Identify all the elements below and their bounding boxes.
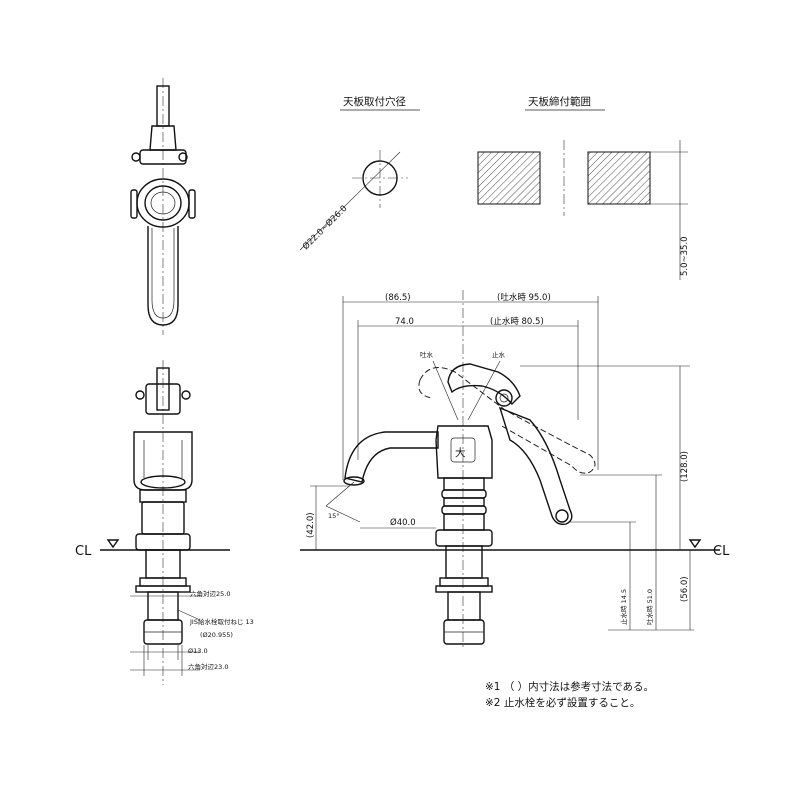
main-view-cl: CL xyxy=(300,539,730,559)
dim-80-5-label: (止水時 80.5) xyxy=(490,316,544,327)
hex-23-label: 六角対辺23.0 xyxy=(188,662,228,671)
stop-14-5-label: 止水時 14.5 xyxy=(619,589,628,625)
side-view-cl: CL xyxy=(75,539,230,559)
notes: ※1 （ ）内寸法は参考寸法である。 ※2 止水栓を必ず設置すること。 xyxy=(485,680,654,709)
dim-95-label: (吐水時 95.0) xyxy=(497,292,551,303)
spout-51-label: 吐水時 51.0 xyxy=(645,589,654,625)
jis-thread-label: JIS給水栓取付ねじ 13 xyxy=(189,617,254,626)
dia-13-label: Ø13.0 xyxy=(188,647,208,655)
dim-74-label: 74.0 xyxy=(395,317,414,327)
dia-40-label: Ø40.0 xyxy=(390,517,416,528)
thread-dia-label: (Ø20.955) xyxy=(200,631,233,639)
stop-label: 止水 xyxy=(492,350,506,359)
side-view-dims: 六角対辺25.0 JIS給水栓取付ねじ 13 (Ø20.955) Ø13.0 六… xyxy=(130,589,254,676)
dim-86-5-label: (86.5) xyxy=(385,293,411,303)
main-view-dims-top: (86.5) (吐水時 95.0) 74.0 (止水時 80.5) 吐水 止水 xyxy=(342,290,599,650)
dim-42-label: (42.0) xyxy=(306,512,316,538)
svg-text:大: 大 xyxy=(455,446,466,459)
hole-diameter-detail: 天板取付穴径 Ø22.0~Ø26.0 xyxy=(299,95,420,252)
clamp-range-detail: 天板締付範囲 5.0~35.0 xyxy=(477,95,690,280)
main-view-dims-side: (42.0) 15° Ø40.0 (128.0) 吐水時 51.0 止水時 14… xyxy=(306,365,694,631)
clamp-range-title: 天板締付範囲 xyxy=(528,95,591,108)
hex-25-label: 六角対辺25.0 xyxy=(190,589,230,598)
dim-56-label: (56.0) xyxy=(680,576,690,602)
front-view-top xyxy=(130,78,196,335)
angle-15-label: 15° xyxy=(328,512,340,520)
note-1: ※1 （ ）内寸法は参考寸法である。 xyxy=(485,680,654,693)
clamp-dim-label: 5.0~35.0 xyxy=(680,236,690,276)
spout-label: 吐水 xyxy=(420,350,434,359)
cl-label-left: CL xyxy=(75,544,92,559)
dim-128-label: (128.0) xyxy=(680,451,690,482)
cl-label-right: CL xyxy=(713,544,730,559)
side-view xyxy=(133,360,193,685)
note-2: ※2 止水栓を必ず設置すること。 xyxy=(485,696,640,709)
faucet-body: 大 xyxy=(343,363,596,645)
hole-dia-label: Ø22.0~Ø26.0 xyxy=(300,203,349,252)
top-hole-title: 天板取付穴径 xyxy=(343,95,406,108)
